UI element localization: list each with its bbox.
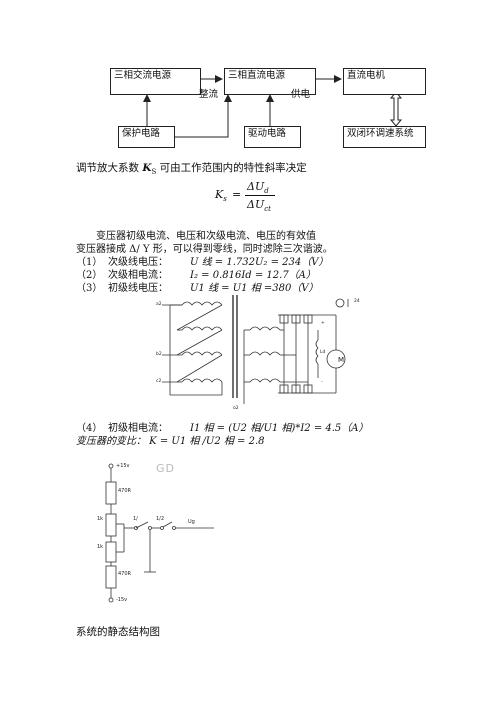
supply-label: 供电 (291, 89, 311, 100)
block-diagram-connectors (143, 75, 403, 138)
vpos-label: +15v (116, 463, 130, 469)
dc-source-box: 三相直流电源 (224, 68, 316, 95)
gain-prefix: 调节放大系数 (76, 162, 139, 174)
ac-source-box: 三相交流电源 (110, 68, 201, 95)
closed-loop-box: 双闭环调速系统 (343, 126, 426, 148)
field-label: 24 (354, 299, 360, 304)
dc-motor-box: 直流电机 (343, 68, 426, 95)
calc-item: （3）初级线电压：U1 线 = U1 相 =380（V） (76, 283, 319, 294)
switch2-label: 1/2 (156, 516, 165, 522)
calc-item: （1）次级线电压：U 线 = 1.732U₂ = 234（V） (76, 257, 329, 268)
r-top-label: 470R (118, 488, 132, 494)
formula-fraction-bar (245, 195, 275, 196)
rectify-label: 整流 (199, 89, 219, 100)
protection-label: 保护电路 (122, 128, 161, 139)
gain-symbol: K (142, 162, 152, 174)
dc-source-label: 三相直流电源 (228, 70, 286, 81)
gain-suffix: 可由工作范围内的特性斜率决定 (159, 162, 307, 174)
drive-label: 驱动电路 (248, 128, 287, 139)
rp1-label: 1k (97, 516, 104, 522)
formula-lhs: Ks (215, 188, 227, 204)
calc-item-4: （4）初级相电流：I1 相 = (U2 相/U1 相)*I2 = 4.5（A） (76, 423, 369, 434)
transformer-heading: 变压器初级电流、电压和次级电流、电压的有效值 (96, 231, 316, 242)
phase-a-label: a2 (156, 302, 162, 307)
load-label: Ld (320, 350, 326, 355)
ratio-line: 变压器的变比： K = U1 相 /U2 相 = 2.8 (76, 436, 265, 447)
static-structure-heading: 系统的静态结构图 (76, 626, 160, 638)
gain-symbol-sub: S (151, 168, 157, 177)
formula-numerator: ΔUd (247, 180, 269, 196)
vneg-label: -15v (116, 597, 128, 603)
calc-item: （2）次级相电流：I₂ = 0.816Id = 12.7（A） (76, 270, 316, 281)
gain-sentence: 调节放大系数 KS 可由工作范围内的特性斜率决定 (76, 162, 307, 176)
drive-box: 驱动电路 (244, 126, 301, 148)
phase-c-label: c2 (156, 379, 162, 384)
transformer-intro: 变压器接成 Δ/ Y 形，可以得到零线，同时滤除三次谐波。 (76, 244, 333, 255)
output-label: Ug (188, 519, 195, 525)
neutral-label: o2 (233, 406, 239, 411)
dc-motor-label: 直流电机 (347, 70, 386, 81)
formula-equals: = (232, 188, 242, 201)
protection-box: 保护电路 (118, 126, 175, 148)
motor-symbol: M (338, 356, 344, 364)
phase-b-label: b2 (156, 352, 162, 357)
minus-terminal: - (321, 380, 323, 385)
plus-terminal: + (321, 321, 325, 326)
setpoint-circuit-drawing (105, 463, 214, 603)
ac-source-label: 三相交流电源 (114, 70, 172, 81)
gd-watermark: GD (156, 462, 175, 475)
transformer-circuit-drawing: M (162, 295, 349, 404)
rp2-label: 1k (97, 544, 104, 550)
formula-denominator: ΔUct (247, 198, 271, 214)
closed-loop-label: 双闭环调速系统 (347, 128, 414, 139)
switch1-label: 1/ (133, 516, 138, 522)
r-bottom-label: 470R (118, 571, 132, 577)
